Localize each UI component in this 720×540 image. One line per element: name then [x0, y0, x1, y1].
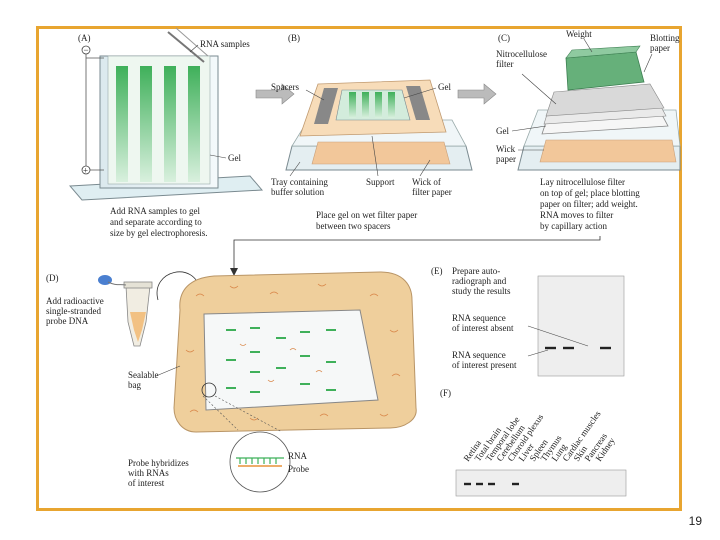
svg-text:RNA sequence of interest: RNA sequence of interest absent	[452, 313, 514, 333]
tissue-blot-strip	[455, 469, 627, 497]
tissue-labels: Retina Total brain Temporal lobe Cerebel…	[461, 408, 617, 463]
blot-filter	[203, 309, 379, 411]
panel-c-letter: (C)	[498, 33, 510, 43]
rna-label: RNA	[288, 451, 308, 461]
svg-text:Blotting paper: Blotting paper	[650, 33, 682, 53]
wick-label-c-line2: paper	[496, 154, 516, 164]
panel-d-letter: (D)	[46, 273, 59, 283]
svg-text:Tray containing buffer s: Tray containing buffer solution	[271, 177, 330, 197]
weight-block	[565, 51, 645, 91]
blotting-label-line1: Blotting	[650, 33, 680, 43]
prepare-line2: radiograph and	[452, 276, 507, 286]
tray-label-line1: Tray containing	[271, 177, 328, 187]
svg-text:Add RNA samples to gel a: Add RNA samples to gel and separate acco…	[110, 206, 207, 238]
nitro-label-line1: Nitrocellulose	[496, 49, 547, 59]
plus-sign: +	[83, 166, 88, 176]
prepare-line1: Prepare auto-	[452, 266, 500, 276]
caption-c-line4: RNA moves to filter	[540, 210, 613, 220]
caption-c-line3: paper on filter; add weight.	[540, 199, 638, 209]
hybrid-label-line3: of interest	[128, 478, 165, 488]
hybrid-label-line1: Probe hybridizes	[128, 458, 189, 468]
zoom-circle	[229, 431, 291, 493]
caption-a-line2: and separate according to	[110, 217, 202, 227]
absent-line1: RNA sequence	[452, 313, 506, 323]
wick-label-b-line2: filter paper	[412, 187, 452, 197]
spacer-right	[406, 86, 430, 120]
panel-c: (C) Weight Blotting paper Nitrocellulose…	[496, 29, 682, 231]
rna-samples-label: RNA samples	[200, 39, 250, 49]
probe-label: Probe	[288, 464, 309, 474]
blotting-label-line2: paper	[650, 43, 670, 53]
svg-text:Wick paper: Wick paper	[496, 144, 517, 164]
svg-text:Nitrocellulose filter: Nitrocellulose filter	[496, 49, 549, 69]
caption-b-line2: between two spacers	[316, 221, 391, 231]
pipette-icon	[167, 31, 205, 63]
arrow-b-to-c-icon	[457, 83, 497, 105]
panel-e: (E) Prepare auto- radiograph and study t…	[431, 266, 625, 377]
add-probe-line2: single-stranded	[46, 306, 101, 316]
panel-a-letter: (A)	[78, 33, 91, 43]
svg-text:Add radioactive single-s: Add radioactive single-stranded probe DN…	[46, 296, 106, 326]
connector-c-to-d	[233, 236, 601, 270]
svg-text:Wick of filter paper: Wick of filter paper	[412, 177, 452, 197]
prepare-line3: study the results	[452, 286, 511, 296]
arrow-down-icon	[230, 268, 238, 276]
gel-label-a: Gel	[228, 153, 241, 163]
arrow-a-to-b-icon	[255, 83, 295, 105]
panel-b-letter: (B)	[288, 33, 300, 43]
panel-f-letter: (F)	[440, 388, 451, 398]
positive-electrode-icon	[81, 165, 91, 175]
sealable-label-line2: bag	[128, 380, 141, 390]
negative-electrode-icon	[81, 45, 91, 55]
caption-c-line5: by capillary action	[540, 221, 607, 231]
page-number: 19	[688, 514, 702, 528]
panel-b: (B) Spacers Gel Tray containing buffer s…	[271, 33, 473, 231]
svg-text:RNA sequence of interest: RNA sequence of interest present	[452, 350, 517, 370]
spacers-label: Spacers	[271, 82, 299, 92]
caption-c-line1: Lay nitrocellulose filter	[540, 177, 625, 187]
support-label: Support	[366, 177, 395, 187]
present-line1: RNA sequence	[452, 350, 506, 360]
add-probe-line1: Add radioactive	[46, 296, 104, 306]
panel-d: (D) Add radioactive single-stranded prob…	[46, 271, 417, 493]
probe-tube-icon	[98, 275, 153, 347]
panel-e-letter: (E)	[431, 266, 443, 276]
gel-label-b: Gel	[438, 82, 451, 92]
wick-label-b-line1: Wick of	[412, 177, 441, 187]
wick-label-c-line1: Wick	[496, 144, 516, 154]
svg-text:Probe hybridizes with RN: Probe hybridizes with RNAs of interest	[128, 458, 191, 488]
caption-a-line1: Add RNA samples to gel	[110, 206, 200, 216]
nitro-label-line2: filter	[496, 59, 514, 69]
hybrid-label-line2: with RNAs	[128, 468, 169, 478]
svg-text:Sealable bag: Sealable bag	[128, 370, 161, 390]
add-probe-line3: probe DNA	[46, 316, 89, 326]
panel-f: (F) Retina Total brain Temporal lobe Cer…	[440, 388, 627, 497]
gel-label-c: Gel	[496, 126, 509, 136]
svg-text:Lay nitrocellulose filter: Lay nitrocellulose filter on top of gel;…	[540, 177, 642, 231]
panel-a: (A) − + RNA samples Gel Add RNA samples …	[68, 27, 264, 238]
svg-text:Place gel on wet filter paper: Place gel on wet filter paper between tw…	[316, 210, 419, 231]
caption-a-line3: size by gel electrophoresis.	[110, 228, 207, 238]
tray-label-line2: buffer solution	[271, 187, 325, 197]
caption-b-line1: Place gel on wet filter paper	[316, 210, 417, 220]
caption-c-line2: on top of gel; place blotting	[540, 188, 640, 198]
absent-line2: of interest absent	[452, 323, 514, 333]
autoradiograph	[537, 275, 625, 377]
present-line2: of interest present	[452, 360, 517, 370]
sealable-label-line1: Sealable	[128, 370, 159, 380]
svg-text:Prepare auto- radiograph: Prepare auto- radiograph and study the r…	[452, 266, 511, 296]
minus-sign: −	[84, 45, 89, 55]
weight-label: Weight	[566, 29, 592, 39]
spacer-left	[314, 88, 338, 124]
